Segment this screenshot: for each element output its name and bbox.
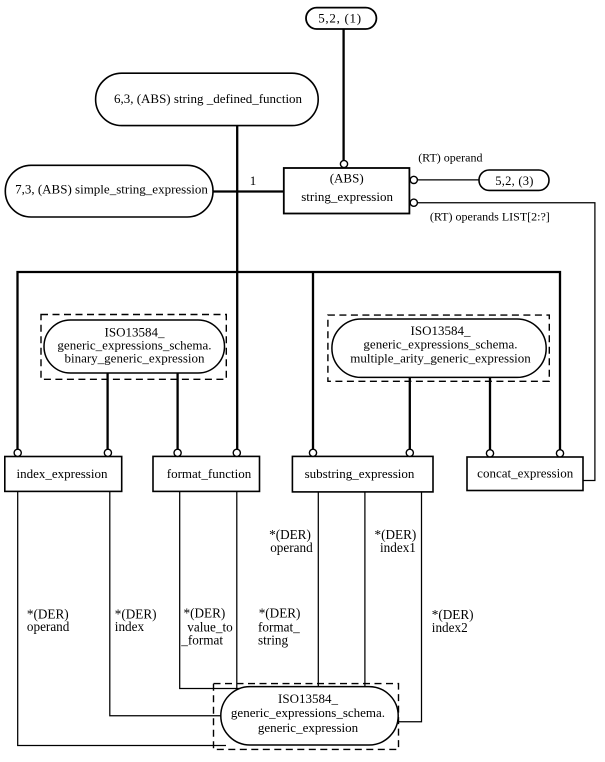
svg-text:operand: operand xyxy=(270,540,313,555)
svg-text:index2: index2 xyxy=(432,620,468,635)
svg-text:5,2, (3): 5,2, (3) xyxy=(495,174,533,188)
svg-text:format_: format_ xyxy=(258,619,300,634)
svg-text:value_to: value_to xyxy=(187,619,233,634)
svg-text:generic_expressions_schema.: generic_expressions_schema. xyxy=(363,336,517,351)
svg-text:*(DER): *(DER) xyxy=(184,606,226,621)
svg-text:*(DER): *(DER) xyxy=(27,607,69,622)
svg-text:generic_expressions_schema.: generic_expressions_schema. xyxy=(57,337,211,352)
svg-text:(RT) operands LIST[2:?]: (RT) operands LIST[2:?] xyxy=(430,209,550,223)
svg-text:string_expression: string_expression xyxy=(301,189,393,204)
svg-text:operand: operand xyxy=(27,619,70,634)
svg-text:1: 1 xyxy=(250,173,257,188)
svg-text:7,3, (ABS) simple_string_expre: 7,3, (ABS) simple_string_expression xyxy=(15,182,208,197)
svg-text:*(DER): *(DER) xyxy=(375,527,417,542)
svg-text:6,3, (ABS) string _defined_fun: 6,3, (ABS) string _defined_function xyxy=(114,91,303,106)
svg-text:(RT) operand: (RT) operand xyxy=(418,150,482,164)
svg-text:string: string xyxy=(258,633,288,648)
svg-text:concat_expression: concat_expression xyxy=(477,466,574,481)
svg-text:*(DER): *(DER) xyxy=(259,606,301,621)
svg-text:substring_expression: substring_expression xyxy=(305,466,415,481)
svg-text:*(DER): *(DER) xyxy=(269,527,311,542)
svg-text:ISO13584_: ISO13584_ xyxy=(278,691,338,706)
svg-text:format_function: format_function xyxy=(167,466,252,481)
svg-text:(ABS): (ABS) xyxy=(330,171,364,186)
svg-text:generic_expression: generic_expression xyxy=(258,720,359,735)
svg-text:*(DER): *(DER) xyxy=(115,607,157,622)
svg-text:5,2, (1): 5,2, (1) xyxy=(318,11,362,26)
svg-text:generic_expressions_schema.: generic_expressions_schema. xyxy=(231,705,385,720)
svg-text:*(DER): *(DER) xyxy=(432,607,474,622)
svg-text:multiple_arity_generic_express: multiple_arity_generic_expression xyxy=(350,351,531,366)
svg-text:_format: _format xyxy=(180,633,223,648)
svg-text:index_expression: index_expression xyxy=(17,466,108,481)
svg-text:index1: index1 xyxy=(380,540,416,555)
svg-text:ISO13584_: ISO13584_ xyxy=(411,323,471,338)
svg-text:binary_generic_expression: binary_generic_expression xyxy=(64,350,205,365)
svg-text:index: index xyxy=(115,619,145,634)
svg-text:ISO13584_: ISO13584_ xyxy=(105,324,165,339)
